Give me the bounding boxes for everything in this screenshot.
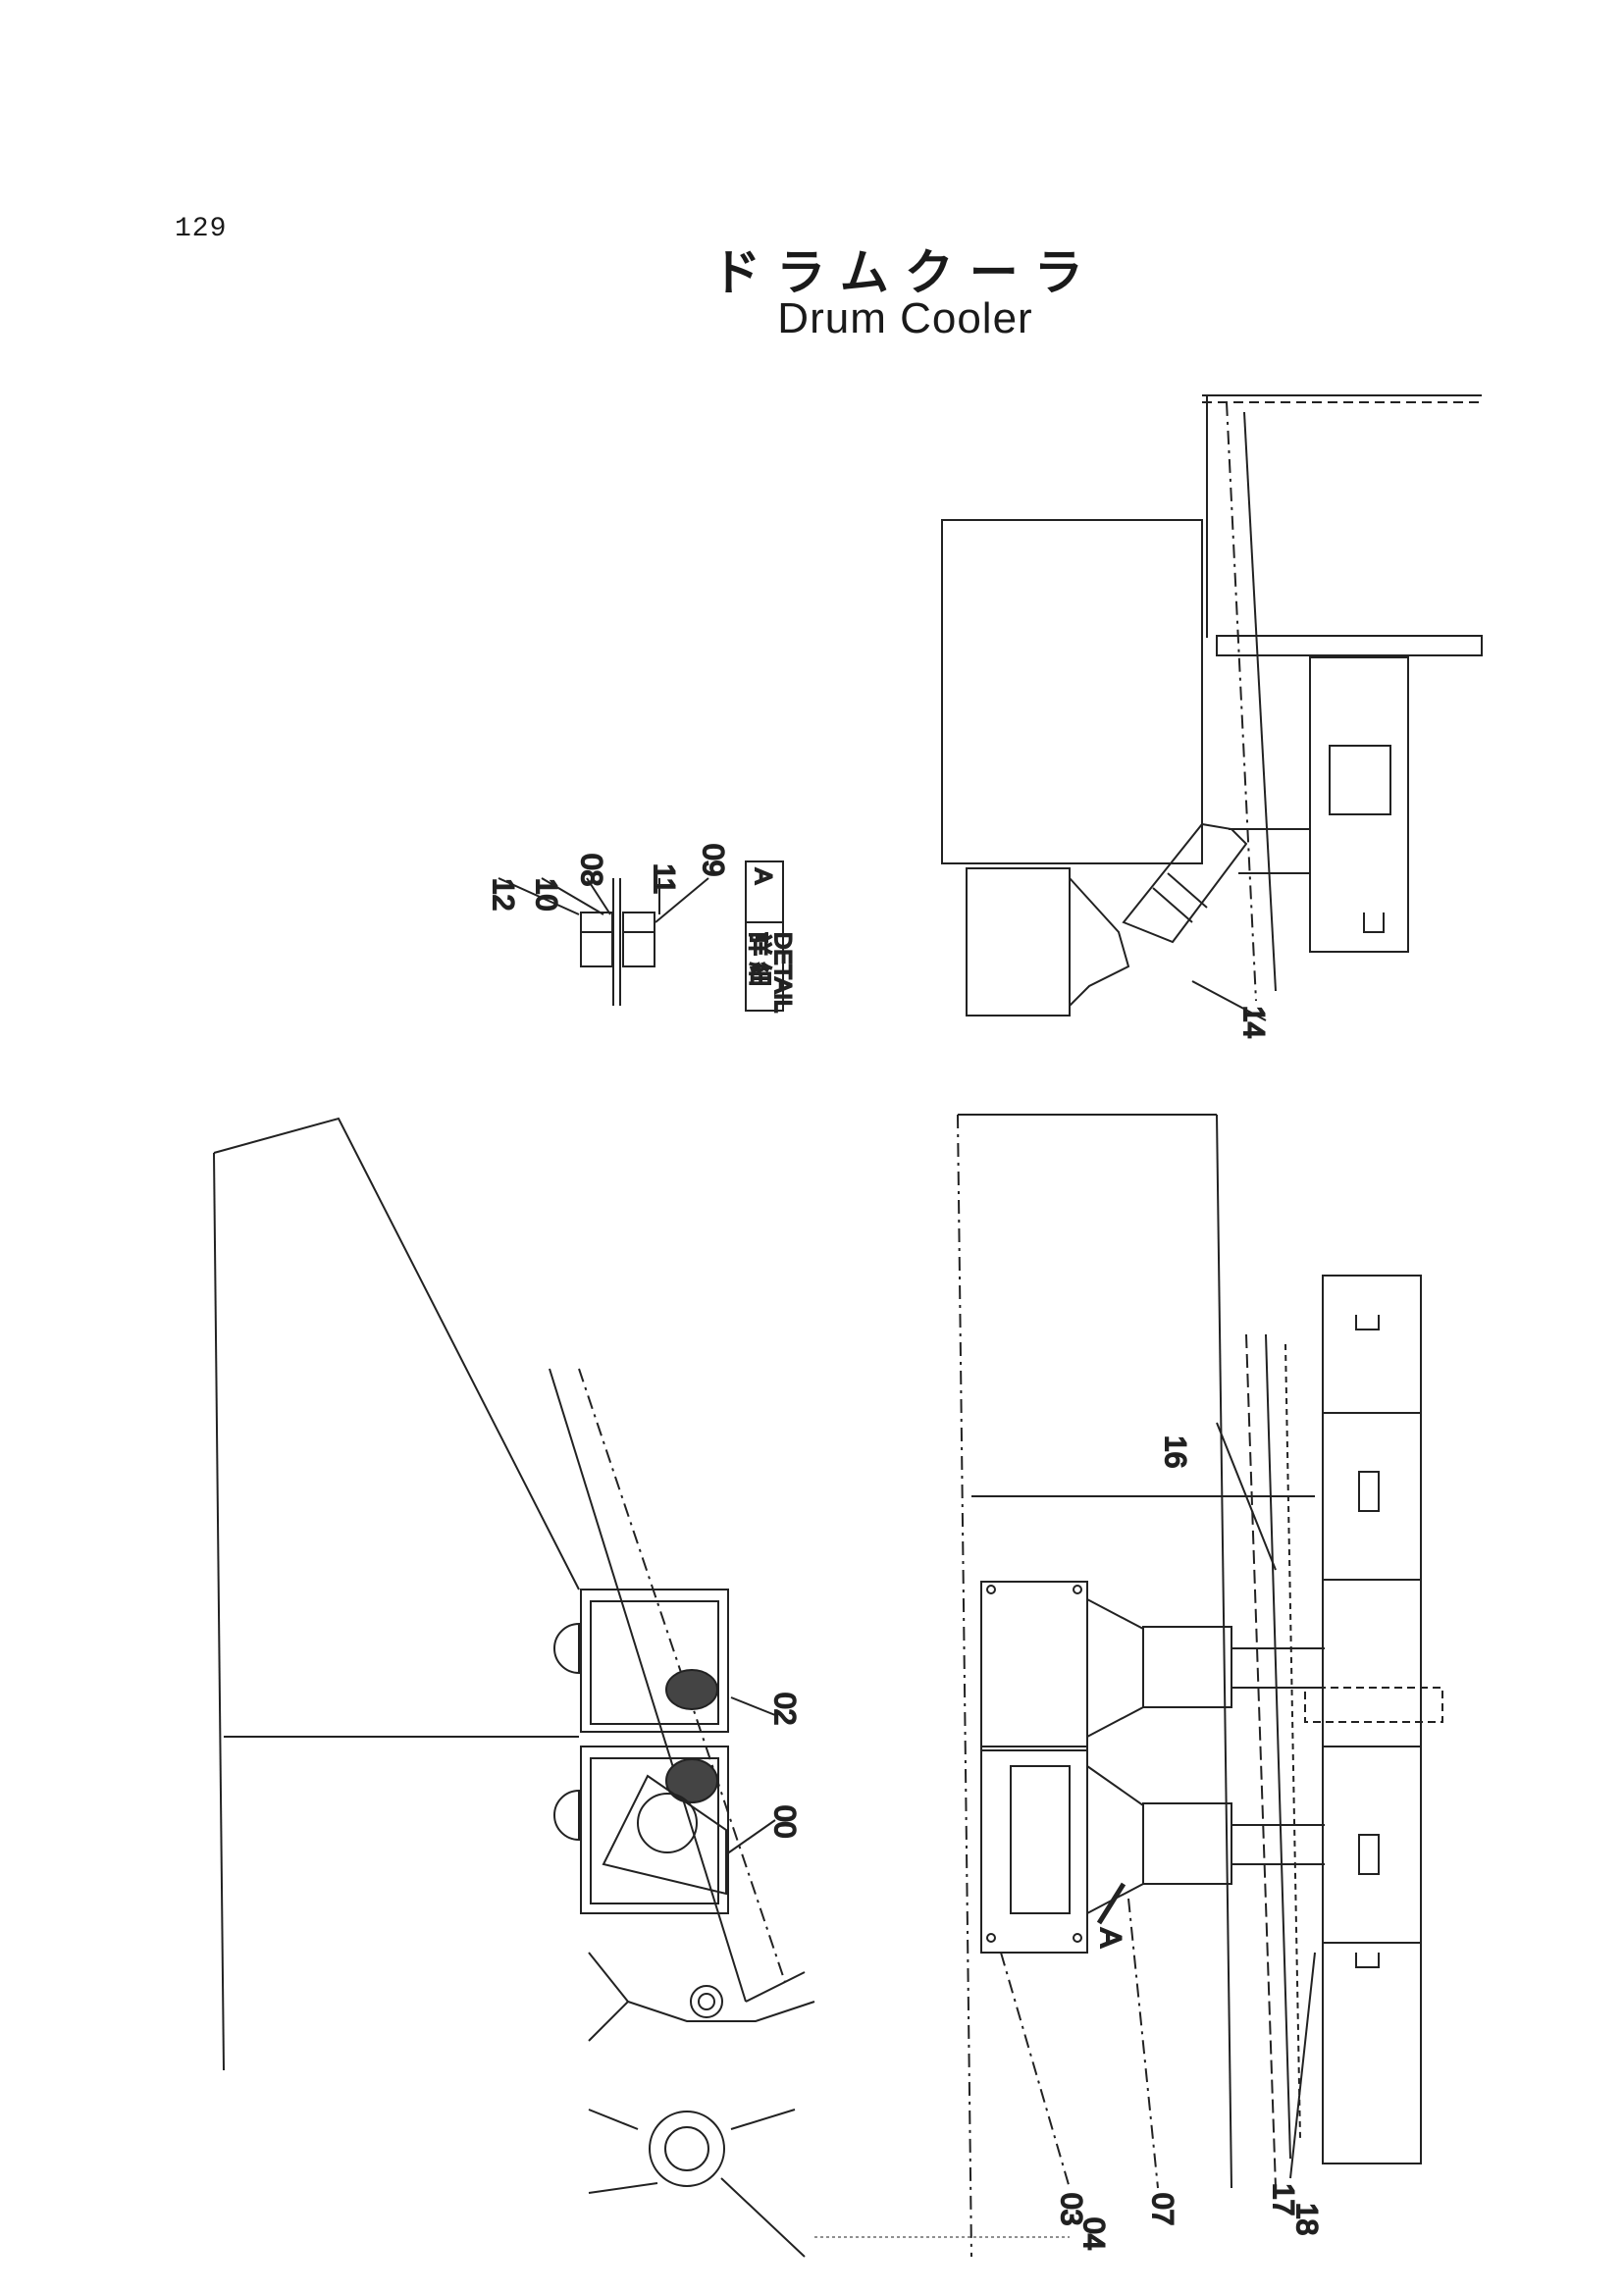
detail-a-label-jp: 詳 細 — [746, 932, 772, 986]
detail-a-letter: A — [750, 868, 776, 884]
part-label-10: 10 — [530, 878, 562, 911]
page-number: 129 — [175, 214, 228, 244]
lower-filter-box — [980, 1746, 1088, 1954]
fan-unit-00 — [580, 1746, 729, 1914]
view-marker-a: A — [1094, 1928, 1126, 1948]
fan-unit-02 — [580, 1589, 729, 1733]
part-label-14: 14 — [1237, 1006, 1270, 1038]
part-label-00: 00 — [768, 1805, 801, 1838]
lower-cylinder — [1142, 1802, 1232, 1885]
part-label-16: 16 — [1159, 1435, 1191, 1468]
top-fan-box — [966, 867, 1071, 1017]
detail-a-label-en: DETAIL — [769, 932, 796, 1013]
detail-a — [498, 860, 784, 1012]
upper-filter-box — [980, 1581, 1088, 1751]
part-label-04: 04 — [1077, 2217, 1110, 2250]
detail-label-box — [745, 860, 784, 1012]
left-view — [213, 1117, 815, 2258]
cooler-section-4 — [1322, 1746, 1422, 1944]
cooler-section-1 — [1322, 1275, 1422, 1414]
upper-cylinder — [1142, 1626, 1232, 1708]
fan-mesh-02 — [665, 1669, 718, 1710]
part-label-03: 03 — [1055, 2193, 1087, 2225]
part-label-09: 09 — [697, 844, 729, 876]
top-view — [941, 394, 1483, 1021]
title-english: Drum Cooler — [777, 294, 1033, 342]
top-cooler-body — [1309, 656, 1409, 953]
part-label-12: 12 — [487, 878, 519, 911]
top-hopper — [941, 519, 1203, 864]
part-label-18: 18 — [1290, 2203, 1323, 2235]
part-label-02: 02 — [768, 1693, 801, 1725]
bottom-view — [814, 1114, 1443, 2258]
part-label-07: 07 — [1146, 2193, 1179, 2225]
cooler-section-5 — [1322, 1942, 1422, 2164]
part-label-17: 17 — [1267, 2183, 1299, 2216]
cooler-section-2 — [1322, 1412, 1422, 1581]
part-label-08: 08 — [575, 854, 607, 886]
part-label-11: 11 — [648, 863, 680, 894]
top-duct — [1122, 822, 1248, 944]
title-japanese: ドラムクーラ — [711, 244, 1099, 301]
